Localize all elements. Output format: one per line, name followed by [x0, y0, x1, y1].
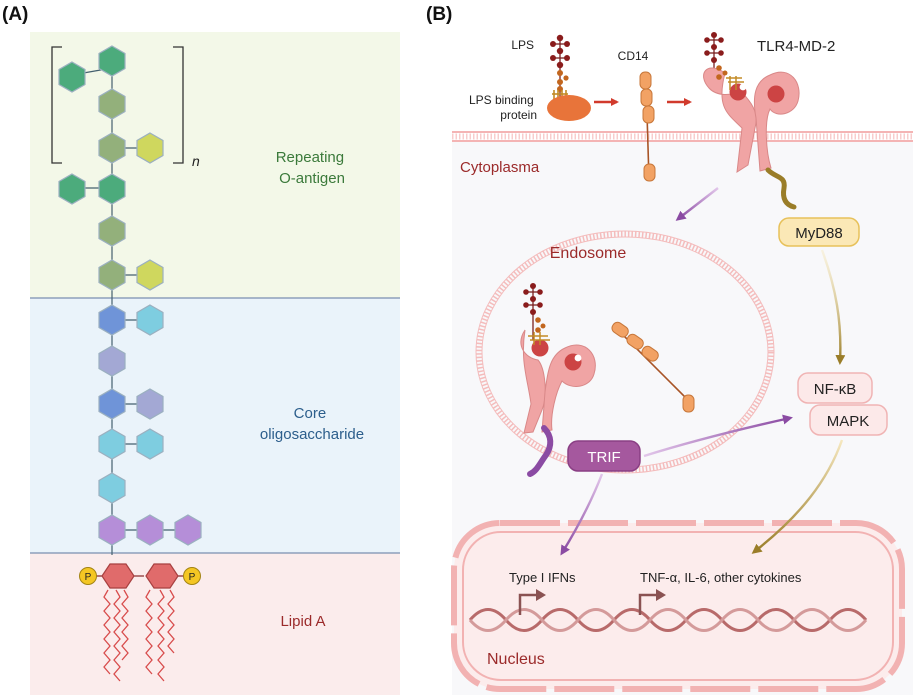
- dna-helix: [468, 608, 868, 632]
- sugar-hexagon: [136, 388, 164, 420]
- core-sugars: [98, 304, 202, 546]
- tlr4-md2-complex: [703, 32, 800, 210]
- lipid-a-label: Lipid A: [280, 613, 325, 630]
- sugar-hexagon: [98, 173, 126, 205]
- sugar-hexagon: [98, 428, 126, 460]
- cytoplasma-label: Cytoplasma: [460, 159, 540, 176]
- trif-box: [567, 440, 641, 472]
- phosphate-right-label: P: [189, 572, 196, 583]
- repeat-bracket-left: [51, 46, 62, 164]
- sugar-hexagon: [136, 132, 164, 164]
- type-i-ifns-label: Type I IFNs: [509, 570, 576, 585]
- myd88-box: [778, 217, 860, 247]
- panel-a-label: (A): [2, 4, 28, 25]
- repeat-bracket-right: [173, 46, 184, 164]
- o-antigen-region: [30, 32, 400, 298]
- nucleus: [451, 520, 905, 692]
- cd14-label: CD14: [618, 49, 649, 63]
- mapk-label: MAPK: [827, 413, 870, 430]
- lipid-hexagon: [101, 563, 135, 589]
- fatty-acid-chains: [103, 589, 175, 682]
- sugar-hexagon: [174, 514, 202, 546]
- lps-binding-protein: [547, 95, 591, 121]
- sugar-hexagon: [58, 61, 86, 93]
- sugar-hexagon: [136, 304, 164, 336]
- sugar-hexagon: [98, 304, 126, 336]
- myd88-label: MyD88: [795, 225, 843, 242]
- sugar-hexagon: [136, 259, 164, 291]
- sugar-hexagon: [136, 514, 164, 546]
- phosphate-left-label: P: [85, 572, 92, 583]
- endosomal-tlr4-complex: [520, 283, 596, 477]
- lps-label: LPS: [511, 38, 534, 52]
- nfkb-label: NF-κB: [814, 381, 857, 398]
- tlr4-label: TLR4-MD-2: [757, 38, 835, 55]
- nfkb-box: [797, 372, 873, 404]
- cytokines-label: TNF-α, IL-6, other cytokines: [640, 570, 802, 585]
- lipid-a: P P: [79, 563, 201, 682]
- panel-a: (A) n: [2, 4, 400, 695]
- sugar-hexagon: [98, 88, 126, 120]
- lipid-hexagon: [145, 563, 179, 589]
- sugar-hexagon: [98, 388, 126, 420]
- arrow-myd88-to-nfkb: [820, 249, 846, 365]
- arrow-trif-to-ifns: [560, 473, 604, 556]
- trif-label: TRIF: [587, 449, 620, 466]
- nucleus-label: Nucleus: [487, 651, 545, 668]
- endosomal-cd14: [611, 321, 695, 413]
- core-label: Core oligosaccharide: [260, 405, 364, 443]
- lps-molecule: [550, 34, 570, 104]
- o-antigen-sugars: [58, 45, 164, 291]
- phosphate-right: [183, 567, 201, 585]
- sugar-hexagon: [98, 215, 126, 247]
- o-antigen-label: Repeating O-antigen: [276, 149, 349, 187]
- endosome-label: Endosome: [550, 245, 627, 262]
- repeat-subscript: n: [192, 153, 200, 169]
- sugar-hexagon: [98, 259, 126, 291]
- panel-b: (B): [426, 4, 913, 695]
- core-region: [30, 298, 400, 553]
- lbp-label: LPS binding protein: [469, 93, 537, 122]
- panel-b-label: (B): [426, 4, 452, 25]
- phosphate-left: [79, 567, 97, 585]
- plasma-membrane: [452, 131, 913, 142]
- sugar-hexagon: [98, 514, 126, 546]
- sugar-hexagon: [98, 472, 126, 504]
- arrow-trif-to-nfkb: [643, 414, 793, 458]
- arrow-endocytosis: [675, 187, 719, 221]
- arrow-mapk-to-cytokines: [751, 439, 844, 554]
- transcription-start-arrows: [518, 589, 666, 615]
- sugar-hexagon: [98, 132, 126, 164]
- sugar-hexagon: [98, 45, 126, 77]
- mapk-box: [809, 404, 888, 436]
- cd14-molecule: [639, 71, 656, 182]
- sugar-hexagon: [58, 173, 86, 205]
- sugar-hexagon: [136, 428, 164, 460]
- sugar-hexagon: [98, 345, 126, 377]
